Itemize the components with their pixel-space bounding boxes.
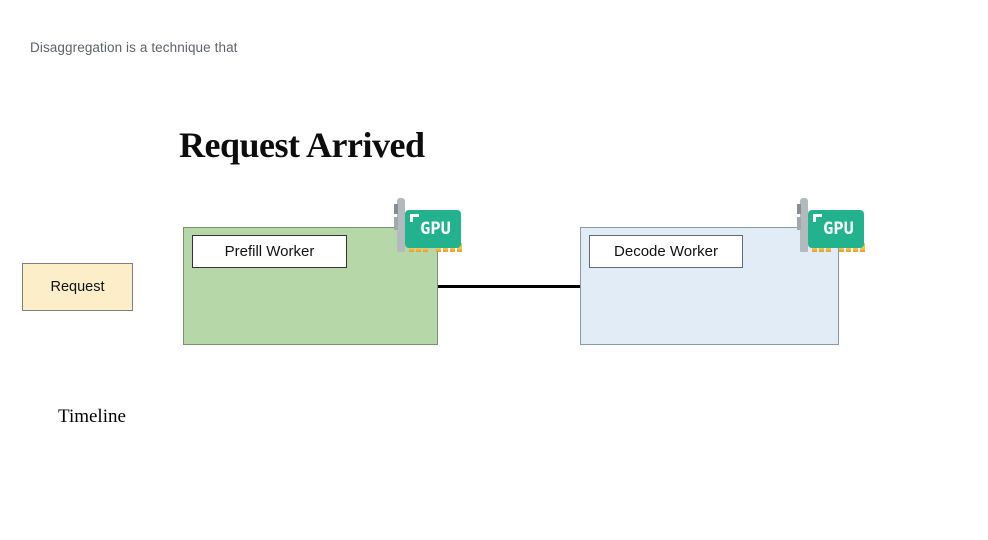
- prefill-worker-label-box: Prefill Worker: [192, 235, 347, 268]
- gpu-icon: GPU: [797, 197, 865, 255]
- bracket-port: [797, 204, 801, 214]
- decode-worker-label-box: Decode Worker: [589, 235, 743, 268]
- request-label: Request: [50, 279, 105, 295]
- prefill-worker-box: Prefill Worker: [183, 227, 438, 345]
- gpu-card-body: GPU: [405, 210, 461, 248]
- gpu-label: GPU: [823, 219, 854, 239]
- gpu-pin: [860, 243, 865, 252]
- gpu-pin: [457, 243, 462, 252]
- slide-title: Request Arrived: [179, 125, 425, 165]
- gpu-card-body: GPU: [808, 210, 864, 248]
- gpu-icon: GPU: [394, 197, 462, 255]
- tagline-text: Disaggregation is a technique that: [30, 40, 238, 55]
- pci-bracket: [800, 198, 808, 252]
- bracket-port: [394, 204, 398, 214]
- decode-worker-box: Decode Worker: [580, 227, 839, 345]
- prefill-worker-label: Prefill Worker: [224, 243, 315, 260]
- bracket-port: [797, 217, 801, 230]
- bracket-port: [394, 217, 398, 230]
- timeline-label: Timeline: [58, 406, 126, 427]
- corner-mark: [813, 214, 822, 222]
- request-box: Request: [22, 263, 133, 311]
- gpu-label: GPU: [420, 219, 451, 239]
- pci-bracket: [397, 198, 405, 252]
- decode-worker-label: Decode Worker: [614, 243, 718, 260]
- connector-line: [438, 285, 580, 288]
- corner-mark: [410, 214, 419, 222]
